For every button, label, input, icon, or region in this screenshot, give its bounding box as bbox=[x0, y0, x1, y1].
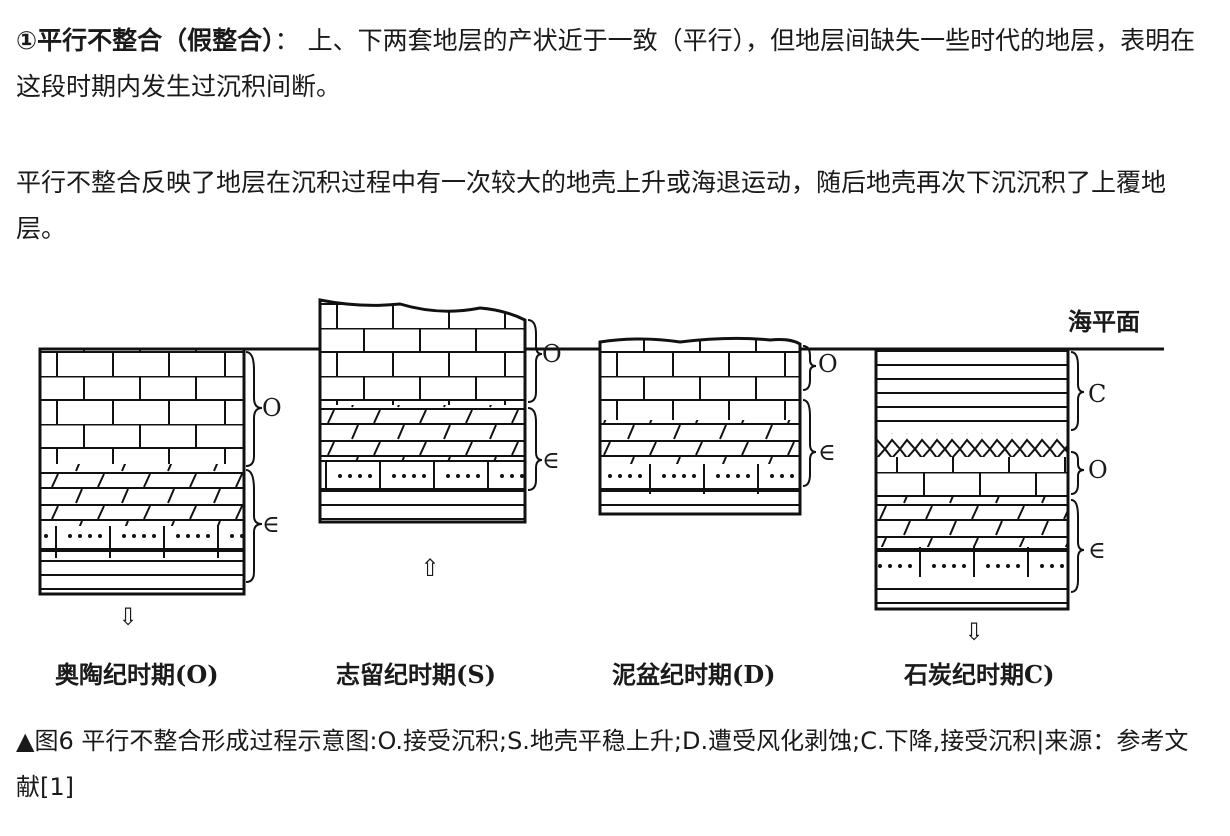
layer-label-o: O bbox=[262, 394, 282, 422]
layer-label-o: O bbox=[1088, 456, 1108, 484]
panel-label: 志留纪时期(S) bbox=[336, 660, 496, 689]
layer-label-c: C bbox=[1088, 380, 1106, 408]
layer-label-cambrian: ∈ bbox=[542, 446, 560, 474]
layer-label-cambrian: ∈ bbox=[262, 510, 280, 538]
arrow-up-icon: ⇧ bbox=[420, 554, 440, 582]
paragraph-definition: ①平行不整合（假整合）： 上、下两套地层的产状近于一致（平行），但地层间缺失一些… bbox=[16, 18, 1211, 110]
layer-label-cambrian: ∈ bbox=[1088, 536, 1106, 564]
panel-label: 奥陶纪时期(O) bbox=[55, 660, 219, 689]
arrow-down-icon: ⇩ bbox=[118, 603, 138, 631]
paragraph-heading: ①平行不整合（假整合） bbox=[16, 26, 275, 55]
layer-label-o: O bbox=[818, 350, 838, 378]
sea-level-label: 海平面 bbox=[1068, 307, 1140, 336]
panel-silurian: O ∈ ⇧ 志留纪时期(S) bbox=[318, 298, 562, 689]
paragraph-explanation: 平行不整合反映了地层在沉积过程中有一次较大的地壳上升或海退运动，随后地壳再次下沉… bbox=[16, 168, 1167, 243]
arrow-down-icon: ⇩ bbox=[964, 618, 984, 646]
panel-label: 石炭纪时期C) bbox=[903, 660, 1054, 689]
layer-label-o: O bbox=[542, 340, 562, 368]
panel-label: 泥盆纪时期(D) bbox=[612, 660, 776, 689]
figure-caption: ▲图6 平行不整合形成过程示意图:O.接受沉积;S.地壳平稳上升;D.遭受风化剥… bbox=[16, 727, 1189, 801]
layer-label-cambrian: ∈ bbox=[818, 438, 836, 466]
unconformity-diagram: 海平面 O ∈ ⇩ 奥陶纪时期(O) O ∈ ⇧ 志留纪时期(S) bbox=[38, 298, 1164, 689]
panel-devonian: O ∈ 泥盆纪时期(D) bbox=[598, 336, 838, 689]
panel-ordovician: O ∈ ⇩ 奥陶纪时期(O) bbox=[38, 347, 282, 689]
paragraph-definition-body: ： 上、下两套地层的产状近于一致（平行），但地层间缺失一些时代的地层，表明在这段… bbox=[16, 26, 1196, 101]
panel-carboniferous: C O ∈ ⇩ 石炭纪时期C) bbox=[874, 347, 1108, 689]
